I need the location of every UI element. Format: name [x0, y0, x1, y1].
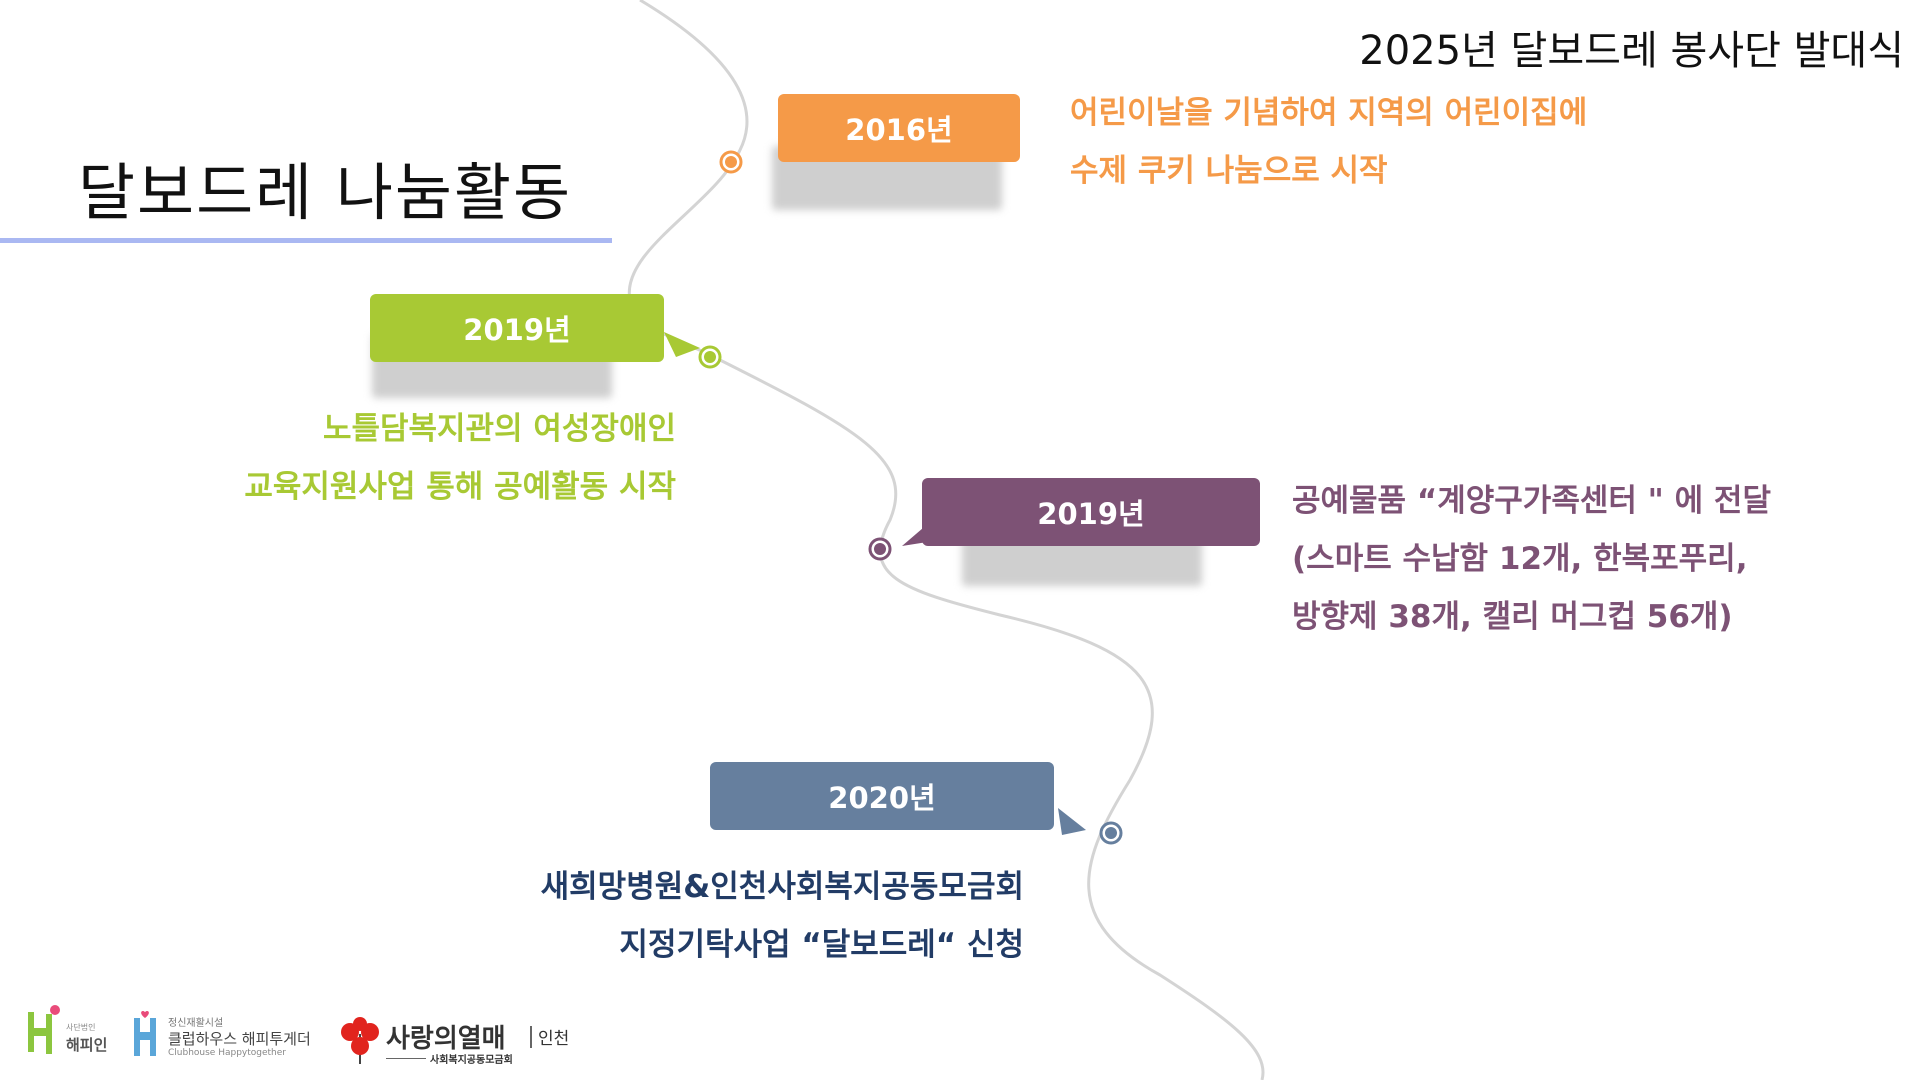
desc-line: 노틀담복지관의 여성장애인 [322, 411, 676, 447]
year-label: 2016년 [845, 113, 953, 147]
pointer-2020 [1058, 808, 1086, 835]
chest-divider [530, 1026, 532, 1048]
clubhouse-name: 클럽하우스 해피투게더 [168, 1030, 311, 1048]
milestone-desc-2016: 어린이날을 기념하여 지역의 어린이집에 수제 쿠키 나눔으로 시작 [1070, 84, 1587, 200]
desc-line: 새희망병원&인천사회복지공동모금회 [540, 869, 1024, 905]
year-label: 2019년 [1037, 497, 1145, 531]
milestone-desc-2019-purple: 공예물품 “계양구가족센터 " 에 전달 (스마트 수납함 12개, 한복포푸리… [1292, 472, 1771, 646]
milestone-desc-2020: 새희망병원&인천사회복지공동모금회 지정기탁사업 “달보드레“ 신청 [300, 858, 1024, 974]
year-box-2016: 2016년 [778, 94, 1020, 162]
pointer-2019a [664, 332, 700, 357]
desc-line: (스마트 수납함 12개, 한복포푸리, [1292, 541, 1748, 577]
logo-clubhouse: 정신재활시설 클럽하우스 해피투게더 Clubhouse Happytogeth… [130, 1010, 330, 1066]
desc-line: 지정기탁사업 “달보드레“ 신청 [619, 927, 1024, 963]
dot-2020 [1099, 821, 1123, 845]
desc-line: 공예물품 “계양구가족센터 " 에 전달 [1292, 483, 1771, 519]
clubhouse-mark-icon [134, 1010, 156, 1056]
happyin-name: 해피인 [66, 1036, 108, 1054]
desc-line: 어린이날을 기념하여 지역의 어린이집에 [1070, 95, 1588, 131]
desc-line: 수제 쿠키 나눔으로 시작 [1070, 153, 1388, 189]
chest-sub-line [386, 1058, 426, 1059]
year-label: 2020년 [828, 781, 936, 815]
year-box-2019-green: 2019년 [370, 294, 664, 362]
title-underline [0, 238, 612, 243]
page-title: 달보드레 나눔활동 [78, 156, 573, 229]
desc-line: 교육지원사업 통해 공예활동 시작 [244, 469, 676, 505]
chest-region: 인천 [538, 1029, 570, 1049]
logo-happyin: 사단법인 해피인 [20, 1004, 130, 1060]
logo-community-chest: 사랑의열매 인천 사회복지공동모금회 [338, 1014, 598, 1070]
clubhouse-small: 정신재활시설 [168, 1018, 224, 1029]
chest-name: 사랑의열매 [386, 1024, 506, 1054]
event-title: 2025년 달보드레 봉사단 발대식 [1359, 28, 1904, 74]
year-box-2020: 2020년 [710, 762, 1054, 830]
fruit-icon [341, 1017, 379, 1064]
dot-2016 [719, 150, 743, 174]
happyin-mark-icon [28, 1005, 60, 1054]
desc-line: 방향제 38개, 캘리 머그컵 56개) [1292, 599, 1733, 635]
clubhouse-english: Clubhouse Happytogether [168, 1048, 286, 1058]
chest-sub: 사회복지공동모금회 [430, 1055, 513, 1066]
year-label: 2019년 [463, 313, 571, 347]
happyin-small: 사단법인 [66, 1023, 96, 1032]
milestone-desc-2019-green: 노틀담복지관의 여성장애인 교육지원사업 통해 공예활동 시작 [0, 400, 676, 516]
dot-2019b [868, 537, 892, 561]
dot-2019a [698, 345, 722, 369]
year-box-2019-purple: 2019년 [922, 478, 1260, 546]
timeline-line [627, 0, 1265, 1080]
